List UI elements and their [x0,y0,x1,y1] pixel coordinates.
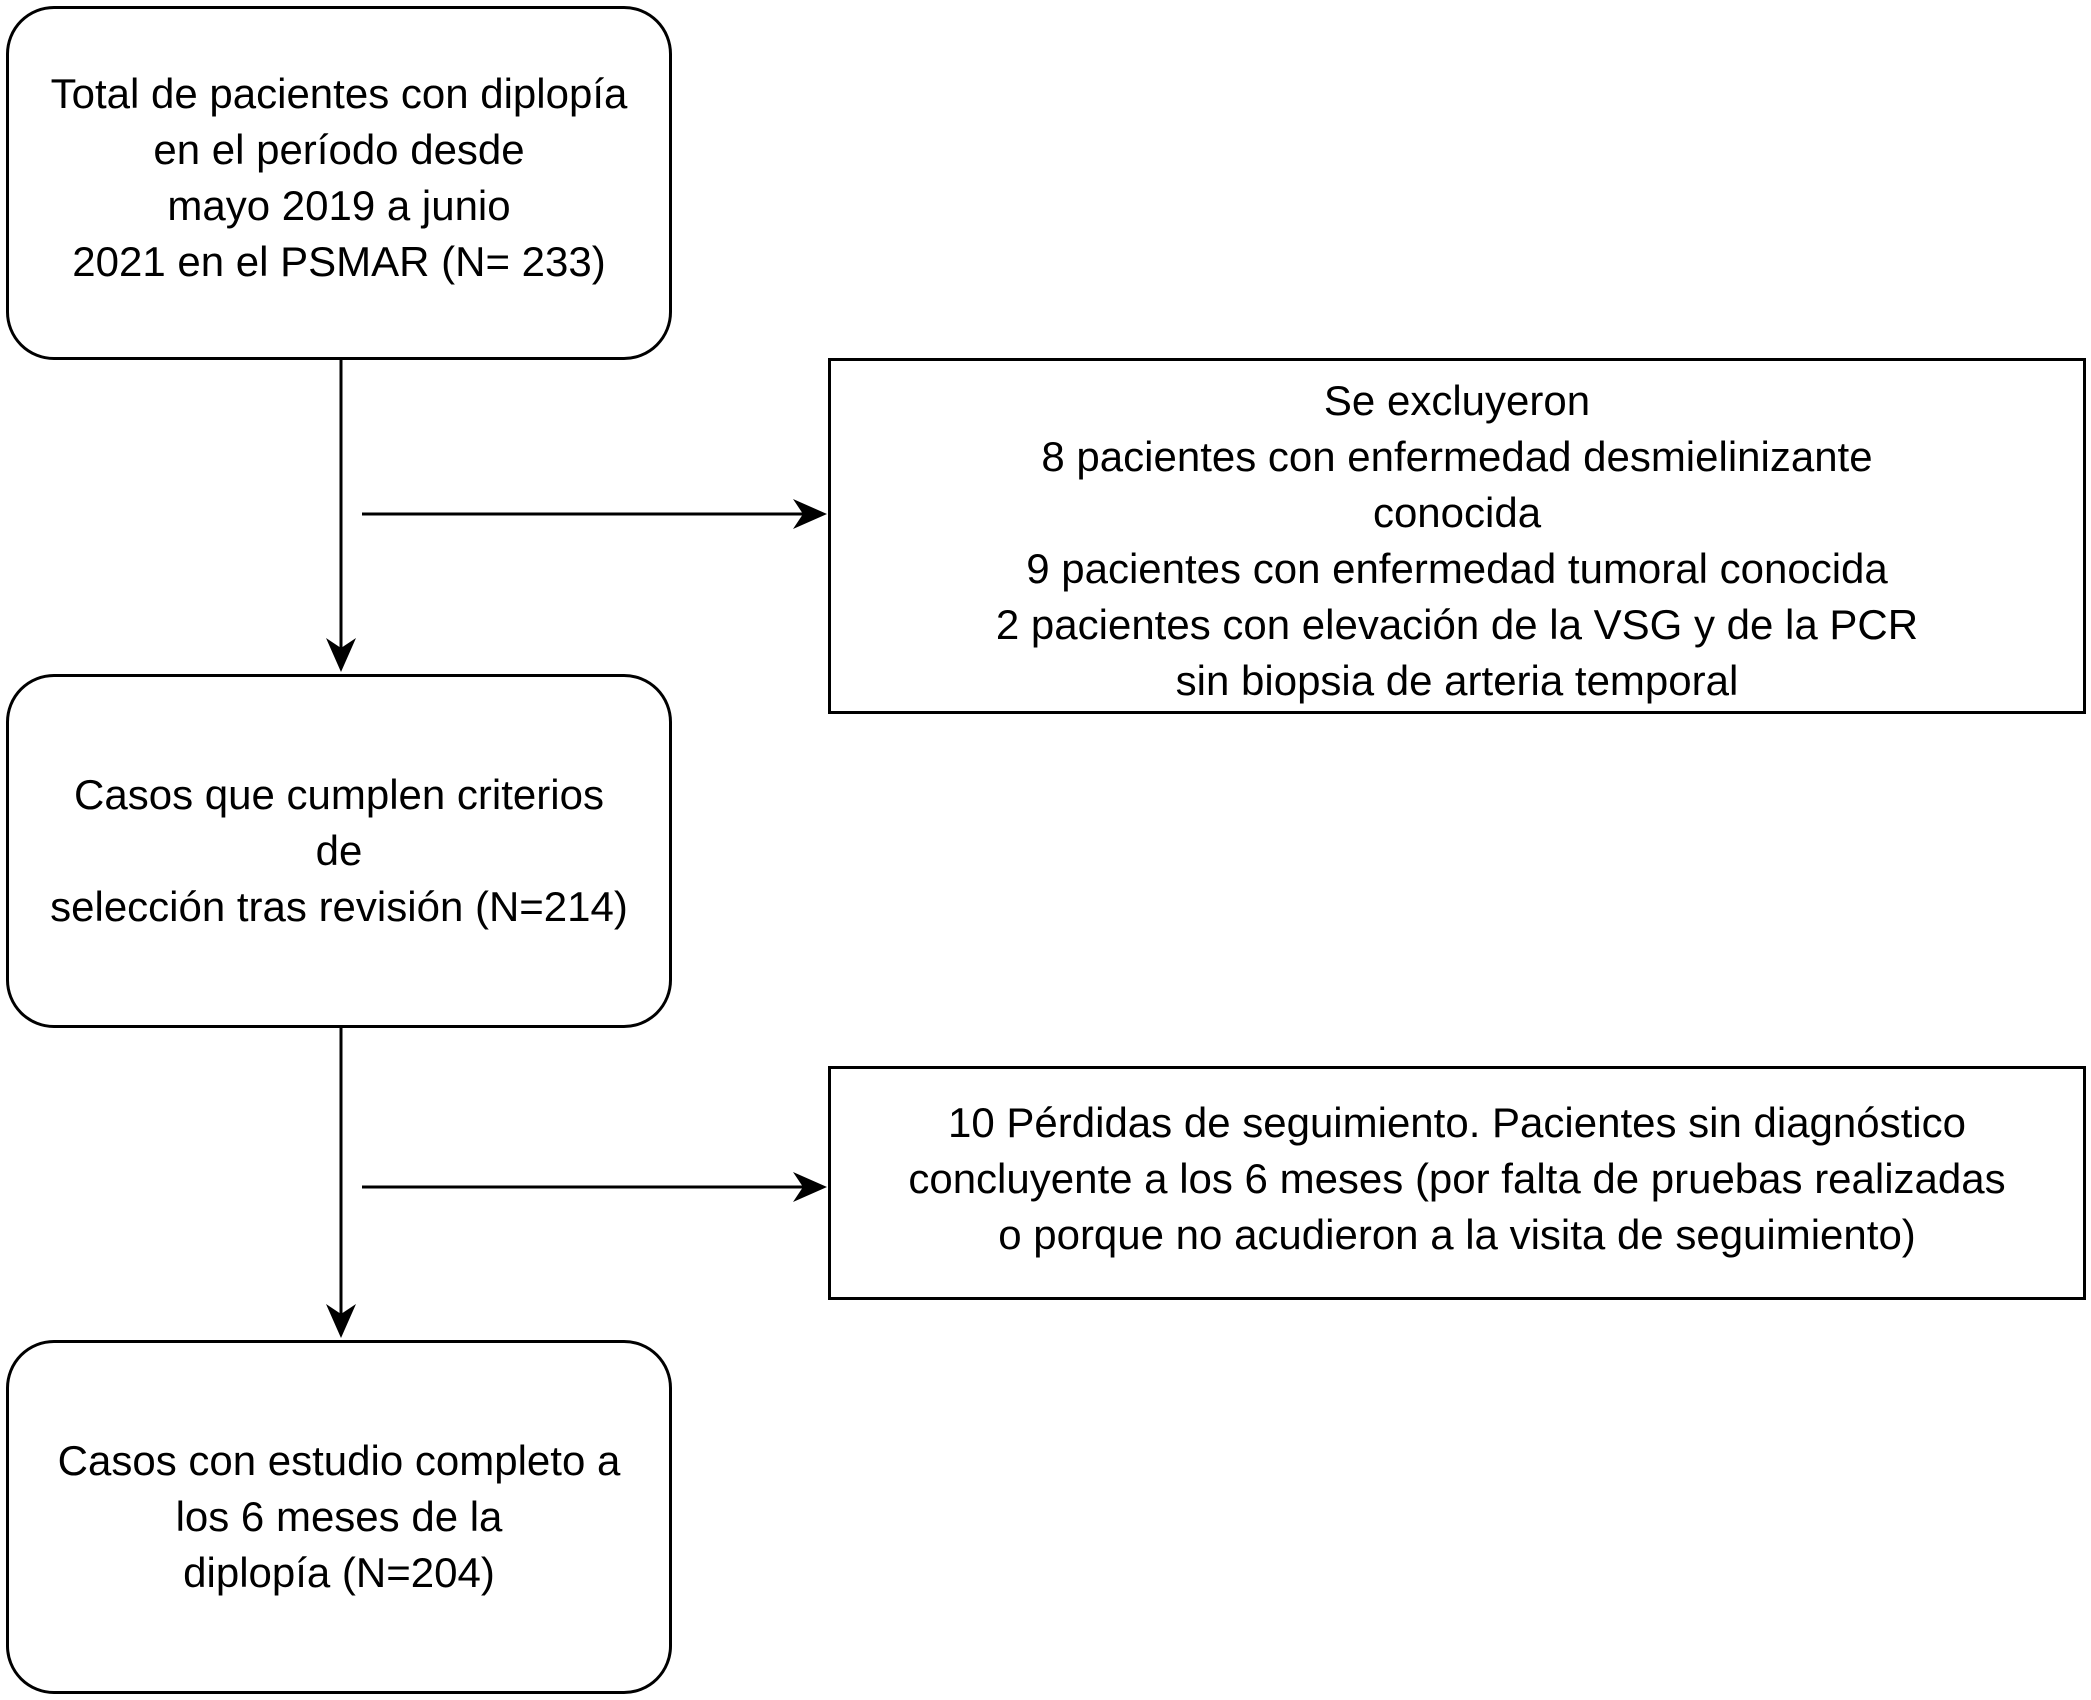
node-text-line: los 6 meses de la [175,1493,503,1540]
node-text-line: 8 pacientes con enfermedad desmielinizan… [1041,433,1873,480]
node-total-patients: Total de pacientes con diplopía en el pe… [6,6,672,360]
node-text-line: diplopía (N=204) [183,1549,495,1596]
node-text-line: 2 pacientes con elevación de la VSG y de… [995,601,1919,648]
node-text-line: concluyente a los 6 meses (por falta de … [908,1155,2006,1202]
node-text-line: en el período desde [153,126,525,173]
node-text-line: Se excluyeron [1323,377,1591,424]
node-text-line: conocida [1372,489,1542,536]
node-text-line: de [315,827,363,874]
node-text-line: 9 pacientes con enfermedad tumoral conoc… [1026,545,1888,592]
node-text-line: 10 Pérdidas de seguimiento. Pacientes si… [948,1099,1966,1146]
node-text-line: Casos que cumplen criterios [74,771,604,818]
arrowhead-right-icon [793,499,827,529]
arrowhead-right-icon [793,1172,827,1202]
node-text-line: selección tras revisión (N=214) [50,883,628,930]
node-text-line: sin biopsia de arteria temporal [1175,657,1739,704]
node-text-line: o porque no acudieron a la visita de seg… [998,1211,1916,1258]
node-complete-study: Casos con estudio completo a los 6 meses… [6,1340,672,1694]
node-text-line: mayo 2019 a junio [167,182,511,229]
node-selection-criteria: Casos que cumplen criterios de selección… [6,674,672,1028]
node-text-line: Casos con estudio completo a [57,1437,621,1484]
arrowhead-down-icon [326,638,356,672]
node-follow-up-losses: 10 Pérdidas de seguimiento. Pacientes si… [828,1066,2086,1300]
node-text-line: Total de pacientes con diplopía [50,70,628,117]
node-excluded-patients: Se excluyeron 8 pacientes con enfermedad… [828,358,2086,714]
node-text-line: 2021 en el PSMAR (N= 233) [72,238,606,285]
arrowhead-down-icon [326,1304,356,1338]
